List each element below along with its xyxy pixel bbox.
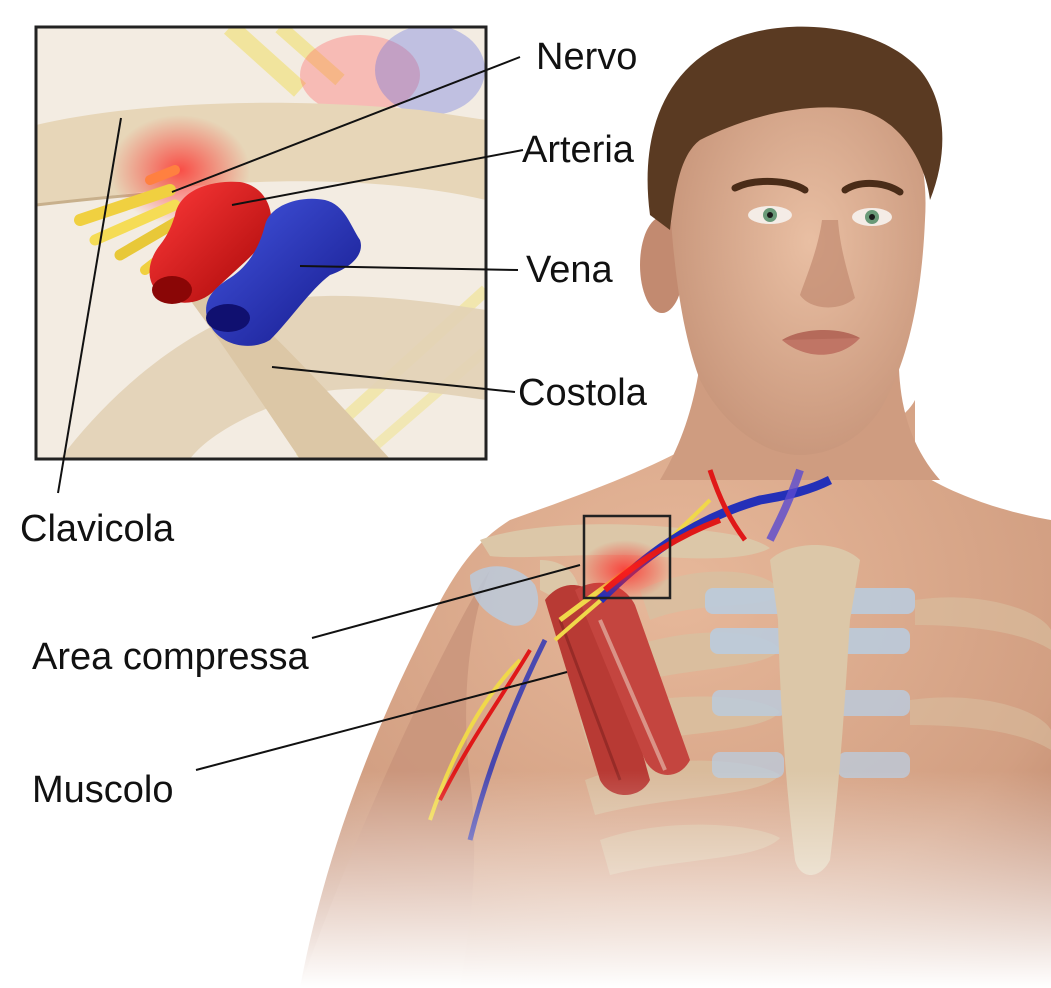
label-artery: Arteria [522, 131, 634, 169]
label-vein: Vena [526, 251, 613, 289]
label-nerve: Nervo [536, 38, 637, 76]
label-rib: Costola [518, 374, 647, 412]
label-clavicle: Clavicola [20, 510, 174, 548]
label-compressed-area: Area compressa [32, 638, 309, 676]
inset-magnified-view [36, 25, 486, 459]
label-muscle: Muscolo [32, 771, 174, 809]
